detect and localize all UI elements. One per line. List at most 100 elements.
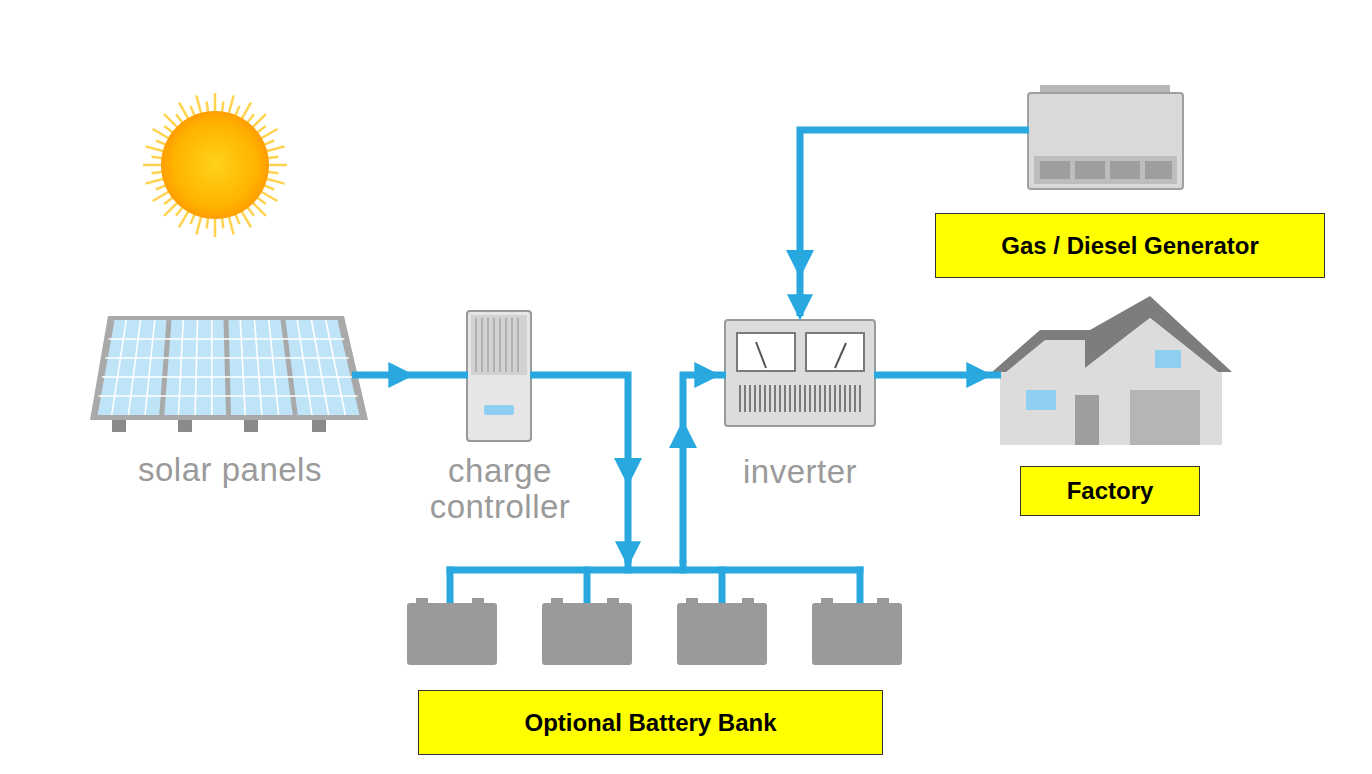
panel-cell-line bbox=[178, 320, 183, 415]
battery-bus-wire bbox=[450, 563, 860, 600]
controller-fin bbox=[481, 318, 483, 372]
inverter-vent bbox=[839, 385, 841, 412]
panel-cell-line bbox=[226, 320, 229, 415]
power-flow-connector bbox=[370, 372, 410, 379]
inverter-vent bbox=[824, 385, 826, 412]
charge-controller-symbol bbox=[467, 311, 531, 441]
controller-fin bbox=[517, 318, 519, 372]
solar-panel-node: solar panels bbox=[90, 312, 370, 497]
inverter-vent bbox=[764, 385, 766, 412]
controller-fin bbox=[493, 318, 495, 372]
panel-cell-line bbox=[255, 320, 262, 415]
inverter-node: inverter bbox=[716, 316, 884, 496]
sun-rays bbox=[143, 93, 287, 237]
inverter-vent bbox=[794, 385, 796, 412]
inverter-vent bbox=[819, 385, 821, 412]
inverter-vent bbox=[844, 385, 846, 412]
device-label: charge controller bbox=[410, 453, 590, 526]
inverter-vent bbox=[759, 385, 761, 412]
controller-fin bbox=[499, 318, 501, 372]
controller-fin bbox=[505, 318, 507, 372]
inverter-vent bbox=[804, 385, 806, 412]
panel-cell-line bbox=[312, 320, 329, 415]
panel-cell-line bbox=[195, 320, 197, 415]
highlight-label: Factory bbox=[1020, 466, 1200, 516]
inverter-vent bbox=[754, 385, 756, 412]
controller-fin bbox=[511, 318, 513, 372]
controller-fin bbox=[487, 318, 489, 372]
sun-ray bbox=[241, 103, 251, 120]
panel-cell-line bbox=[98, 395, 357, 397]
generator-node: Gas / Diesel Generator bbox=[932, 83, 1328, 280]
sun-ray bbox=[153, 191, 170, 201]
sun-ray bbox=[260, 191, 277, 201]
inverter-vent bbox=[809, 385, 811, 412]
inverter-vent bbox=[859, 385, 861, 412]
sun-ray bbox=[179, 210, 189, 227]
panel-cell-line bbox=[112, 320, 127, 415]
inverter-vent bbox=[769, 385, 771, 412]
inverter-vent bbox=[834, 385, 836, 412]
panel-cell-line bbox=[102, 376, 353, 378]
panel-cell-line bbox=[162, 320, 169, 415]
controller-fin bbox=[475, 318, 477, 372]
flow-chevrons bbox=[614, 250, 814, 486]
panel-cell-line bbox=[109, 338, 345, 340]
panel-cell-line bbox=[105, 357, 349, 359]
inverter-vent bbox=[774, 385, 776, 412]
panel-cell-line bbox=[297, 320, 312, 415]
power-flow-connector bbox=[683, 375, 716, 563]
sun-ray bbox=[143, 164, 163, 167]
sun-ray bbox=[214, 93, 217, 113]
sun-ray bbox=[267, 164, 287, 167]
sun bbox=[161, 111, 269, 219]
inverter-vent bbox=[854, 385, 856, 412]
inverter-vent bbox=[829, 385, 831, 412]
sun-ray bbox=[196, 95, 201, 114]
sun-ray bbox=[153, 129, 170, 139]
wire-stubs bbox=[352, 130, 1029, 375]
factory-node: Factory bbox=[988, 296, 1234, 518]
sun-ray bbox=[145, 178, 164, 183]
inverter-vent bbox=[784, 385, 786, 412]
sun-ray bbox=[228, 215, 233, 234]
charge-controller-node: charge controller bbox=[410, 305, 590, 535]
sun-ray bbox=[214, 217, 217, 237]
inverter-vent bbox=[779, 385, 781, 412]
panel-cell-line bbox=[283, 320, 295, 415]
panel-cell-line bbox=[128, 320, 140, 415]
power-flow-connector bbox=[590, 375, 628, 563]
battery-symbols bbox=[407, 598, 902, 665]
inverter-vent bbox=[799, 385, 801, 412]
inverter-symbol bbox=[725, 320, 875, 426]
power-flow-connector bbox=[800, 130, 932, 316]
panel-cell-line bbox=[240, 320, 245, 415]
highlight-label: Optional Battery Bank bbox=[418, 690, 883, 755]
inverter-vent bbox=[789, 385, 791, 412]
sun-ray bbox=[196, 215, 201, 234]
device-label: solar panels bbox=[90, 452, 370, 488]
sun-ray bbox=[145, 146, 164, 151]
battery-bank-node: Optional Battery Bank bbox=[405, 563, 905, 758]
inverter-vent bbox=[739, 385, 741, 412]
panel-cell-line bbox=[95, 320, 112, 415]
device-label: inverter bbox=[716, 454, 884, 490]
sun-ray bbox=[265, 146, 284, 151]
panel-cell-line bbox=[211, 320, 213, 415]
inverter-vent bbox=[744, 385, 746, 412]
solar-panel-symbol bbox=[90, 316, 368, 432]
inverter-vent bbox=[814, 385, 816, 412]
sun-ray bbox=[260, 129, 277, 139]
power-flow-connector bbox=[884, 372, 988, 379]
sun-ray bbox=[265, 178, 284, 183]
highlight-label: Gas / Diesel Generator bbox=[935, 213, 1325, 278]
inverter-vent bbox=[849, 385, 851, 412]
sun-ray bbox=[179, 103, 189, 120]
sun-ray bbox=[228, 95, 233, 114]
inverter-vent bbox=[749, 385, 751, 412]
factory-symbol bbox=[992, 296, 1232, 445]
generator-symbol bbox=[1028, 85, 1183, 189]
panel-cell-line bbox=[269, 320, 279, 415]
